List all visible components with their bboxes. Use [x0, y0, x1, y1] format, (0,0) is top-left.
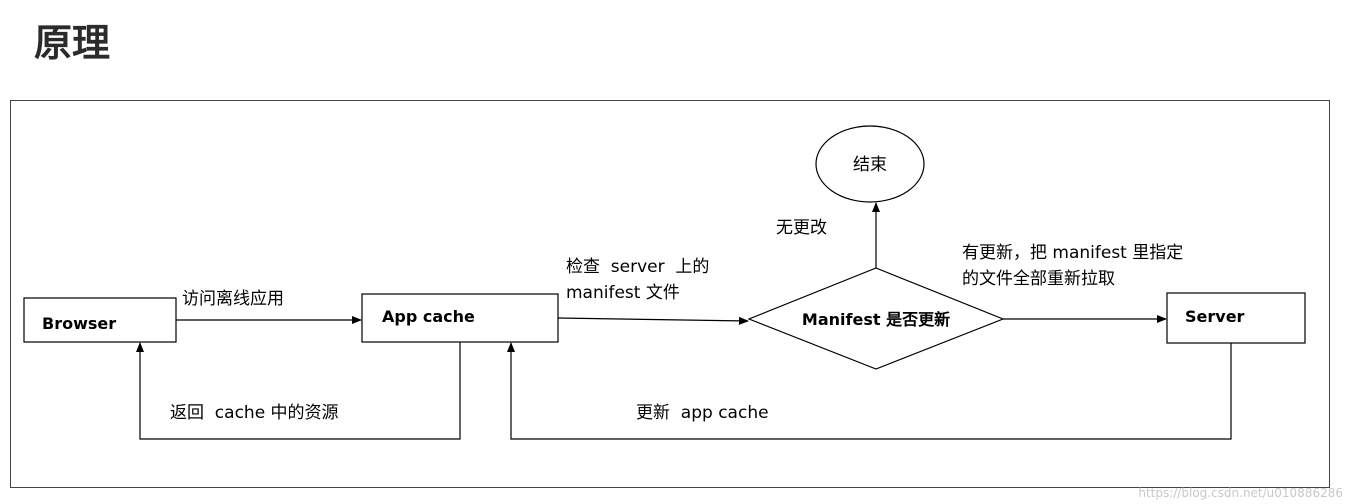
edge-label-no-change: 无更改 — [776, 218, 827, 238]
page-title: 原理 — [34, 21, 111, 65]
browser-node — [23, 297, 177, 343]
edge-label-return-cache: 返回 cache 中的资源 — [170, 403, 339, 423]
edge-server-to-appcache — [507, 342, 1232, 440]
app-cache-node — [361, 293, 559, 343]
edge-appcache-to-browser — [136, 342, 461, 440]
end-node-label: 结束 — [853, 155, 887, 175]
edge-label-visit-offline: 访问离线应用 — [182, 289, 284, 309]
edge-label-check-line2: manifest 文件 — [566, 283, 680, 303]
edge-appcache-to-decision — [557, 316, 749, 325]
watermark: https://blog.csdn.net/u010886286 — [1138, 486, 1343, 500]
edge-label-check-line1: 检查 server 上的 — [566, 257, 709, 277]
server-node-label: Server — [1185, 307, 1245, 326]
edge-label-updated-line1: 有更新，把 manifest 里指定 — [962, 243, 1183, 263]
decision-node-label: Manifest 是否更新 — [802, 310, 950, 329]
diagram-frame — [10, 100, 1330, 488]
app-cache-node-label: App cache — [382, 307, 475, 326]
edge-label-update-appcache: 更新 app cache — [636, 403, 769, 423]
browser-node-label: Browser — [42, 314, 116, 333]
edge-label-updated-line2: 的文件全部重新拉取 — [962, 269, 1115, 289]
server-node — [1166, 292, 1306, 344]
end-node — [815, 125, 925, 203]
decision-node — [747, 267, 1005, 370]
